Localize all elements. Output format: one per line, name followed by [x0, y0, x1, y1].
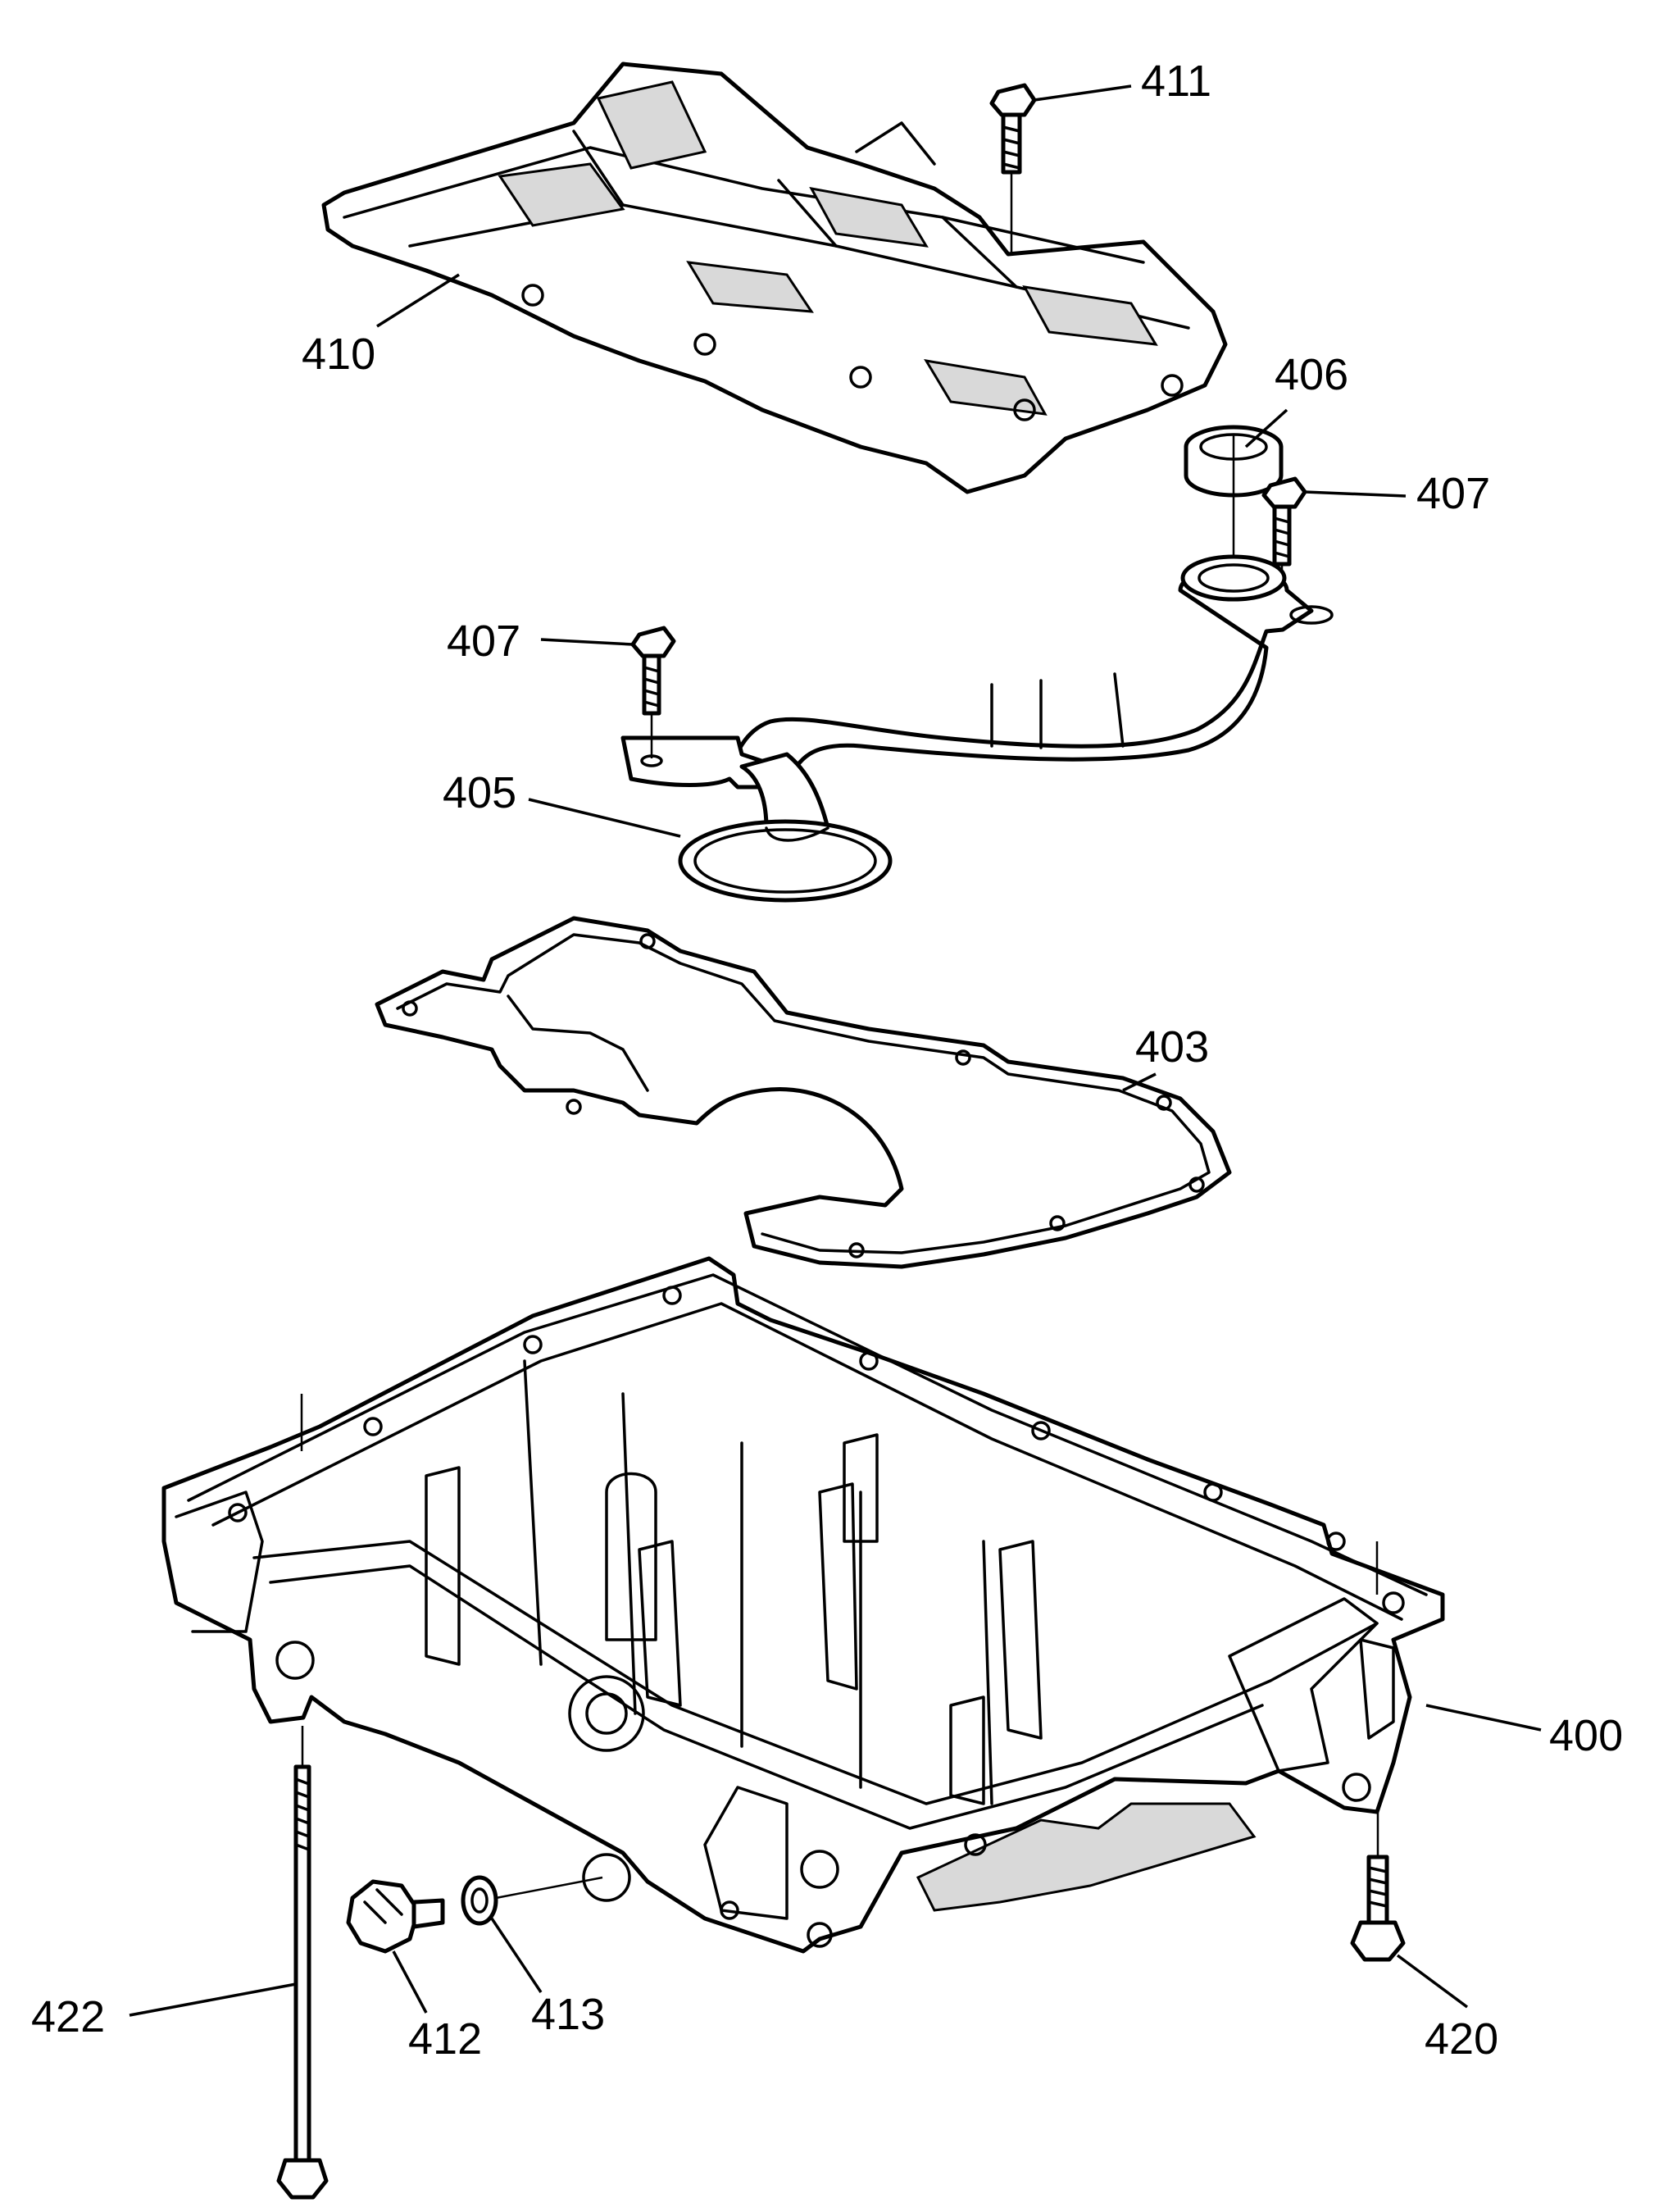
part-413-drain-plug-washer — [461, 1875, 603, 1926]
part-403-oil-pan-gasket — [375, 916, 1232, 1269]
part-412-drain-plug — [346, 1879, 445, 1954]
callout-405: 405 — [443, 768, 516, 817]
leader-lines — [129, 84, 1542, 2017]
callout-400: 400 — [1549, 1711, 1623, 1760]
callout-406: 406 — [1275, 350, 1348, 399]
callout-407-right: 407 — [1416, 469, 1490, 518]
part-410-oil-deflector — [321, 61, 1228, 494]
callout-413: 413 — [531, 1990, 605, 2039]
callout-labels: 411 410 406 407 407 405 403 400 422 412 … — [31, 57, 1623, 2064]
part-422-long-bolt — [276, 1726, 329, 2200]
callout-411: 411 — [1141, 57, 1211, 106]
callout-407-left: 407 — [447, 617, 520, 666]
part-407-bolt-left — [630, 626, 676, 758]
part-400-oil-pan — [161, 1256, 1445, 1954]
part-420-bolt — [1350, 1812, 1406, 1962]
callout-420: 420 — [1425, 2014, 1498, 2064]
callout-403: 403 — [1135, 1022, 1209, 1072]
callout-422: 422 — [31, 1992, 105, 2041]
callout-410: 410 — [302, 330, 375, 379]
callout-412: 412 — [408, 2014, 482, 2064]
part-411-bolt — [989, 83, 1037, 254]
part-405-oil-pump-screen — [620, 554, 1334, 903]
